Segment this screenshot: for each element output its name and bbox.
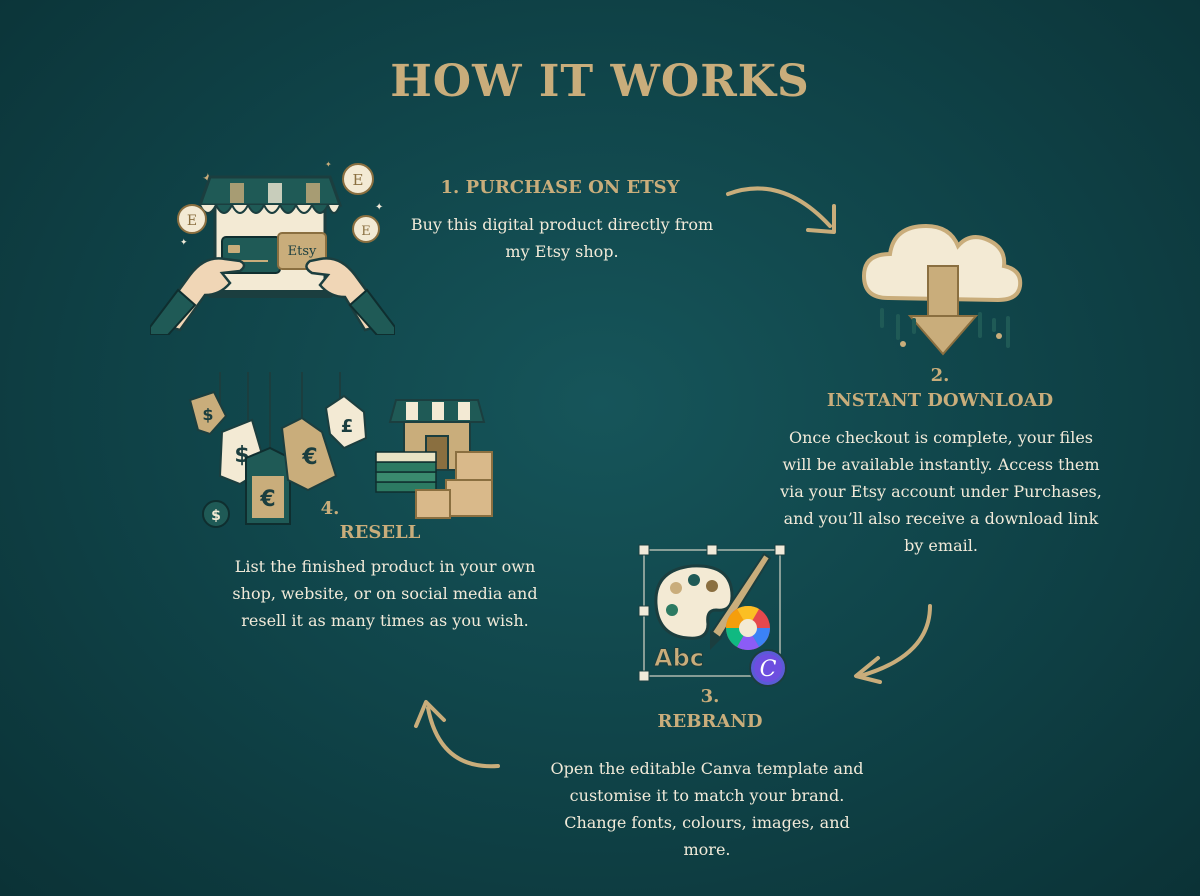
cloud-download-icon [861, 223, 1023, 356]
etsy-card-label: Etsy [288, 244, 317, 259]
design-palette-icon: Abc C [638, 544, 787, 687]
price-tag: € [280, 416, 338, 492]
coin-icon: E [177, 204, 207, 234]
price-tags-icon: $ $ € € £ $ [188, 372, 493, 528]
svg-text:€: € [301, 445, 317, 470]
svg-text:$: $ [211, 508, 221, 524]
arrow-icon [726, 186, 836, 234]
shop-payment-icon: ✦ ✦ ✦ ✦ Etsy E E E [150, 160, 395, 335]
svg-text:£: £ [341, 416, 354, 437]
price-tag: $ [202, 500, 230, 528]
step-2-body: Once checkout is complete, your files wi… [780, 428, 1102, 555]
price-tag: € [245, 446, 291, 525]
coin-icon: E [342, 163, 374, 195]
canva-logo-icon: C [749, 649, 787, 687]
svg-text:C: C [760, 657, 777, 682]
step-1-body: Buy this digital product directly from m… [410, 215, 714, 261]
step-3-number: 3. [700, 686, 720, 707]
page-title: HOW IT WORKS [390, 56, 810, 107]
step-2-heading: INSTANT DOWNLOAD [826, 390, 1054, 411]
svg-text:E: E [353, 171, 364, 189]
svg-text:€: € [259, 487, 275, 512]
svg-text:✦: ✦ [325, 160, 332, 169]
svg-text:E: E [361, 224, 371, 239]
step-2-number: 2. [930, 365, 950, 386]
step-1-heading: 1. PURCHASE ON ETSY [440, 177, 680, 198]
coin-icon: E [352, 215, 380, 243]
svg-text:✦: ✦ [180, 238, 188, 248]
step-4-body: List the finished product in your own sh… [232, 557, 538, 630]
step-4-heading: RESELL [339, 522, 421, 543]
step-3-body: Open the editable Canva template and cus… [550, 759, 864, 859]
arrow-icon [854, 604, 932, 684]
svg-text:E: E [187, 213, 197, 229]
price-tag: £ [324, 394, 368, 450]
step-3-heading: REBRAND [657, 711, 763, 732]
arrow-icon [414, 700, 500, 769]
sample-text: Abc [654, 644, 704, 672]
svg-text:$: $ [202, 405, 213, 424]
svg-text:✦: ✦ [375, 202, 383, 213]
step-4-number: 4. [320, 498, 340, 519]
price-tag: $ [188, 390, 228, 436]
